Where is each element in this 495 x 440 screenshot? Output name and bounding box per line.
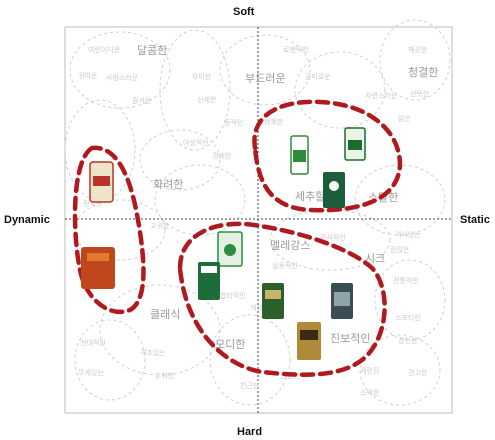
word: 상쾌한 (264, 117, 284, 126)
axis-label-top: Soft (233, 6, 255, 18)
word: 깨끗한 (408, 45, 428, 54)
word: 사랑스러운 (106, 73, 139, 82)
word: 스포티한 (395, 313, 421, 322)
axis-label-right: Static (460, 214, 490, 226)
word-bold: 멜레강스 (270, 239, 310, 252)
word: 즐거운 (132, 96, 152, 105)
bold-words: 달콤한 부드러운 청결한 세추할한 소탈한 화려한 멜레강스 시크 클래식 모디… (137, 44, 438, 351)
product-2 (344, 127, 366, 161)
word-bold: 모디한 (215, 338, 245, 351)
word: 격조있는 (140, 349, 166, 357)
word: 선세한 (197, 95, 217, 104)
word-bold: 시크 (365, 252, 385, 265)
clusters (72, 99, 403, 377)
product-7 (198, 262, 220, 300)
axes (65, 27, 452, 413)
word: 감미로운 (305, 72, 331, 81)
faint-words: 여린이다운 귀여운 사랑스러운 즐거운 로맨틱한 감미로운 우아한 선세한 자연… (78, 45, 430, 397)
word: 경쾌한 (212, 151, 232, 160)
word: 견고한 (408, 368, 428, 377)
product-3 (323, 172, 345, 208)
word: 전통적인 (393, 276, 419, 285)
cluster-soft-static (252, 99, 403, 213)
word: 귀여운 (78, 71, 98, 80)
word: 맑은 (398, 115, 411, 123)
word: 합리적인 (220, 291, 246, 300)
product-9 (331, 283, 353, 319)
word: 로맨틱한 (283, 45, 309, 54)
word: 소박한 (360, 388, 380, 397)
word: 무게있는 (78, 368, 104, 377)
word: 점잖은 (390, 245, 410, 254)
word: 고귀한 (150, 221, 170, 230)
word-bold: 부드러운 (245, 72, 285, 85)
product-4 (89, 161, 114, 203)
word: 우아한 (192, 72, 212, 81)
products (81, 127, 366, 360)
word: 실용적인 (272, 261, 298, 270)
cluster-dynamic (72, 145, 146, 315)
product-5 (81, 247, 115, 289)
word: 장식적인 (320, 233, 346, 242)
word-bold: 달콤한 (137, 44, 167, 57)
word: 현대적인 (80, 338, 106, 347)
axis-label-left: Dynamic (4, 214, 50, 226)
word: 친근한 (240, 381, 260, 390)
axis-label-bottom: Hard (237, 426, 263, 438)
product-1 (290, 135, 309, 175)
word: 정적인 (83, 199, 102, 208)
product-10 (297, 322, 321, 360)
word: 산뜻한 (410, 89, 430, 98)
word: 동적인 (224, 118, 243, 127)
cluster-hard (177, 221, 387, 377)
word: 격식있는 (395, 230, 421, 239)
product-8 (262, 283, 284, 319)
word: 세련된 (360, 366, 379, 375)
word: 자연스러운 (365, 91, 398, 100)
word-bold: 화려한 (153, 178, 183, 191)
word: 야성적인 (183, 138, 209, 147)
word: 여린이다운 (88, 45, 121, 54)
word-bold: 청결한 (408, 66, 438, 79)
product-6 (217, 231, 243, 267)
word-bold: 진보적인 (330, 332, 370, 345)
word-bold: 클래식 (150, 308, 180, 321)
word: 강인한 (398, 336, 418, 345)
word: 온화한 (155, 372, 175, 380)
